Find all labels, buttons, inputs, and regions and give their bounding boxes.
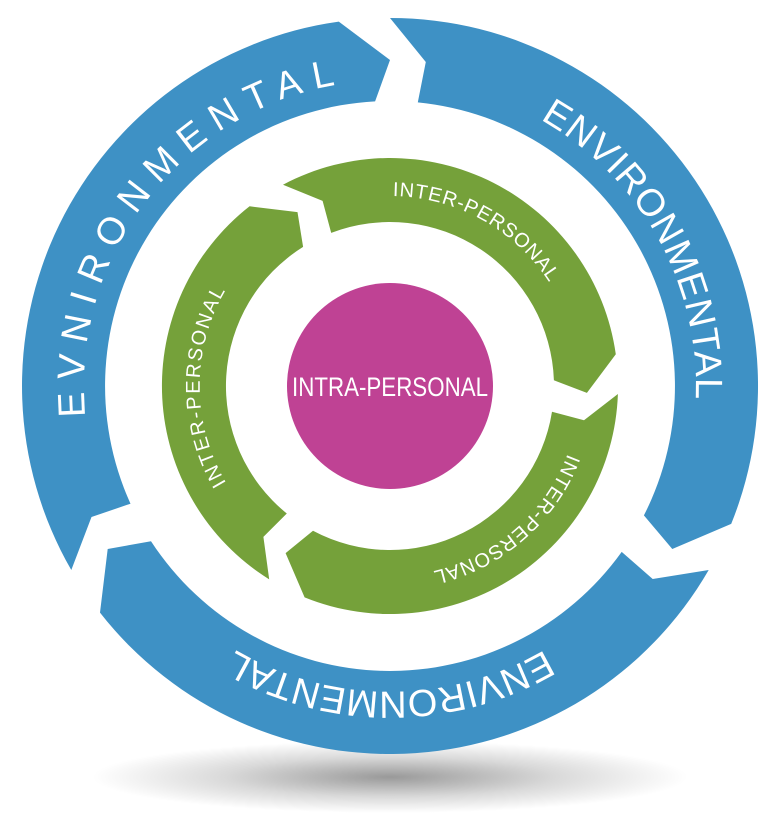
inner-ring-arrow-segment-top bbox=[283, 158, 616, 393]
inner-ring-arrow-segment-bottom-right bbox=[285, 394, 618, 615]
drop-shadow bbox=[92, 741, 688, 813]
inner-ring-arrow-segment-left bbox=[161, 206, 304, 580]
outer-ring-arrow-segment-bottom bbox=[100, 541, 709, 755]
outer-ring-arrow-segment-left bbox=[22, 21, 390, 571]
center-label: INTRA-PERSONAL bbox=[292, 372, 488, 402]
center-circle bbox=[287, 283, 493, 489]
outer-ring bbox=[22, 18, 759, 755]
outer-ring-arrow-segment-right bbox=[390, 18, 759, 549]
inner-ring bbox=[161, 158, 618, 615]
